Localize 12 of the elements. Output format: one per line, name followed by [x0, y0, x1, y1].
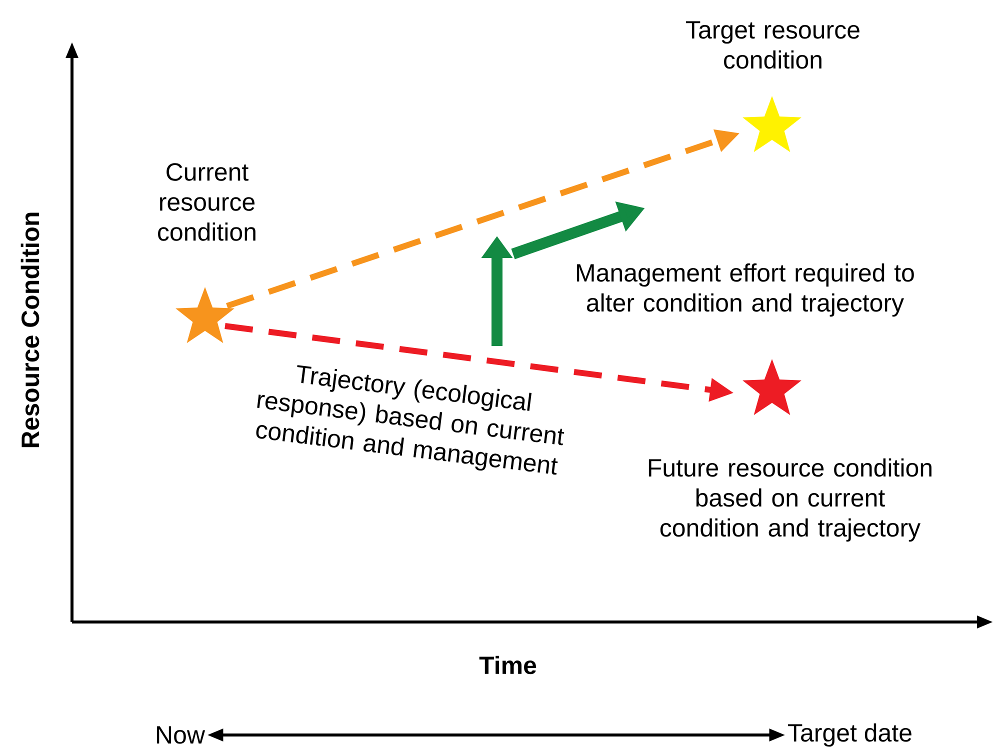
axis-title: Time [479, 656, 536, 674]
annotation-text: Management effort required to alter condition and trajectory [577, 263, 914, 317]
star-marker [176, 287, 234, 344]
star-caption: Future resource condition based on current condition and trajectory [648, 458, 932, 542]
star-marker [742, 96, 802, 152]
star-caption: Current resource condition [158, 163, 256, 241]
star-marker [742, 359, 802, 416]
end-label: Now [157, 726, 206, 744]
edge-label: Trajectory (ecological response) based on current condition and management [256, 365, 564, 475]
star-caption: Target resource condition [686, 21, 860, 69]
axis-title: Resource Condition [20, 212, 40, 448]
end-label: Target date [788, 723, 912, 747]
